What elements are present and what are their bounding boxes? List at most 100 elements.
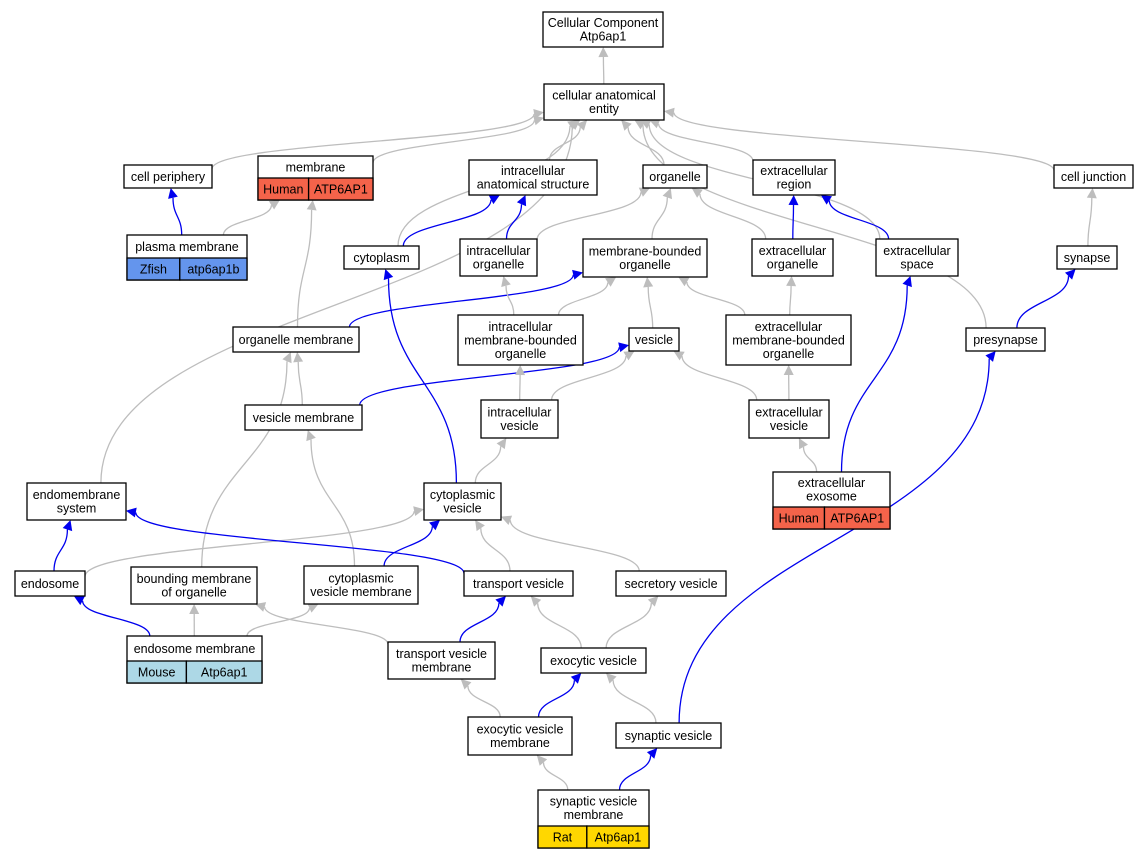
node-label-line: intracellular — [501, 164, 565, 178]
node-box — [751, 238, 834, 277]
edge-is-a — [530, 596, 582, 649]
species-label: Human — [263, 182, 303, 196]
node-box — [480, 399, 559, 439]
node-vesicle[interactable]: vesicle — [628, 327, 680, 352]
node-box — [725, 314, 852, 366]
edge-line — [537, 680, 576, 718]
arrowhead — [189, 604, 200, 614]
edge-is-a — [246, 603, 319, 637]
edge-line — [81, 600, 151, 637]
edge-line — [673, 112, 1055, 171]
edge-line — [172, 197, 183, 236]
node-cytoplasm[interactable]: cytoplasm — [343, 245, 420, 270]
node-synaptic-vesicle[interactable]: synaptic vesicle — [615, 722, 722, 749]
edge-line — [211, 113, 535, 170]
node-vesicle-membrane[interactable]: vesicle membrane — [244, 404, 363, 431]
edge-part-of — [383, 269, 458, 484]
node-cell-junction[interactable]: cell junction — [1053, 164, 1134, 189]
edge-is-a — [550, 351, 635, 401]
edge-part-of — [168, 188, 183, 236]
node-cell-periphery[interactable]: cell periphery — [123, 164, 213, 189]
node-label-line: transport vesicle — [396, 647, 487, 661]
arrowhead — [623, 351, 635, 361]
node-label-line: organelle — [473, 258, 524, 272]
edge-line — [505, 285, 515, 316]
arrowhead — [621, 120, 632, 131]
node-endosome[interactable]: endosome — [14, 570, 86, 597]
edge-is-a — [293, 352, 304, 406]
node-organelle-membrane[interactable]: organelle membrane — [232, 326, 360, 353]
edge-is-a — [306, 430, 356, 567]
arrowhead — [475, 520, 485, 532]
edge-part-of — [459, 596, 506, 643]
edge-is-a — [189, 604, 200, 637]
node-organelle[interactable]: organelle — [642, 164, 708, 189]
arrowhead — [662, 188, 672, 200]
arrowhead — [306, 430, 316, 442]
node-label-line: entity — [589, 102, 620, 116]
node-box — [875, 238, 959, 277]
edge-line — [480, 528, 511, 572]
edge-line — [1087, 197, 1093, 247]
edge-is-a — [678, 277, 746, 316]
node-exocytic-vesicle[interactable]: exocytic vesicle — [540, 647, 647, 674]
arrowhead — [664, 107, 675, 118]
edge-is-a — [84, 506, 424, 577]
node-presynapse[interactable]: presynapse — [965, 327, 1046, 352]
node-label-line: extracellular — [760, 164, 827, 178]
edge-line — [651, 197, 668, 240]
node-label-line: membrane-bounded — [589, 245, 702, 259]
node-box — [615, 722, 722, 749]
edge-part-of — [505, 195, 527, 240]
arrowhead — [536, 755, 548, 766]
node-label-line: exocytic vesicle — [550, 654, 637, 668]
arrowhead — [533, 115, 544, 126]
edge-line — [402, 199, 492, 247]
edge-line — [263, 606, 389, 645]
edge-line — [699, 193, 767, 240]
edge-is-a — [786, 276, 797, 316]
edge-line — [618, 755, 652, 791]
node-transport-vesicle[interactable]: transport vesicle — [463, 570, 574, 597]
edge-line — [359, 346, 620, 406]
node-label-line: extracellular — [755, 320, 822, 334]
edge-line — [678, 358, 990, 724]
edge-part-of — [126, 507, 465, 574]
node-label-line: membrane — [564, 808, 624, 822]
node-label-line: Cellular Component — [548, 16, 659, 30]
node-label-line: endosome membrane — [134, 642, 256, 656]
node-label-line: synapse — [1064, 251, 1111, 265]
node-secretory-vesicle[interactable]: secretory vesicle — [615, 570, 727, 597]
node-synapse[interactable]: synapse — [1056, 245, 1118, 270]
edge-is-a — [691, 188, 767, 240]
node-box — [467, 716, 573, 756]
edge-is-a — [783, 365, 794, 401]
node-box — [123, 164, 213, 189]
arrowhead — [798, 438, 808, 450]
